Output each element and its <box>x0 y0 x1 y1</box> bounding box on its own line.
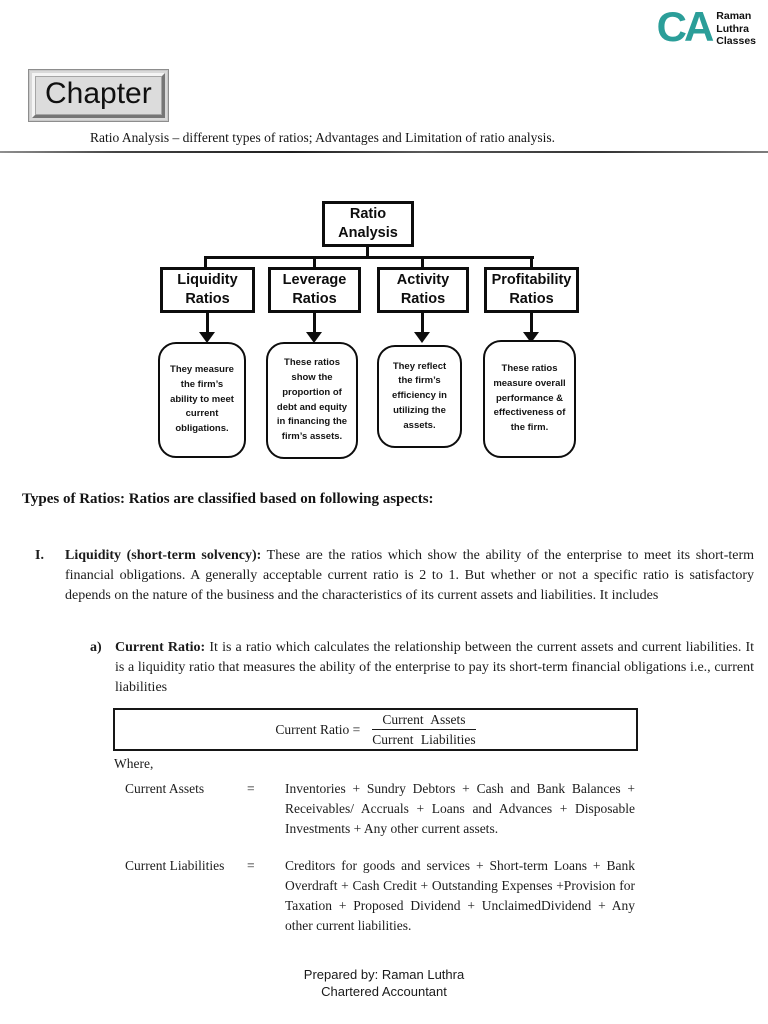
flowchart-connector-bar <box>204 256 534 259</box>
formula-fraction: Current Assets Current Liabilities <box>372 712 476 748</box>
flowchart-branch-leverage: Leverage Ratios <box>268 267 361 313</box>
flowchart-branch-activity: Activity Ratios <box>377 267 469 313</box>
flowchart-connector-drop <box>313 258 316 268</box>
definition-term: Current Assets <box>125 781 205 796</box>
flowchart-connector-stem <box>366 247 369 257</box>
flowchart-description-profitability: These ratios measure overall performance… <box>483 340 576 458</box>
chapter-subtitle: Ratio Analysis – different types of rati… <box>90 130 556 145</box>
down-arrow-line <box>530 313 533 333</box>
list-item-liquidity: I. Liquidity (short-term solvency): Thes… <box>35 546 754 606</box>
definition-row-current-assets: Current Assets = Inventories + Sundry De… <box>125 779 635 839</box>
down-arrow-icon <box>523 332 539 343</box>
current-ratio-formula-box: Current Ratio = Current Assets Current L… <box>113 708 638 751</box>
down-arrow-icon <box>199 332 215 343</box>
flowchart-root-box: Ratio Analysis <box>322 201 414 247</box>
sub-item-text: Current Ratio: It is a ratio which calcu… <box>115 638 754 698</box>
footer: Prepared by: Raman Luthra Chartered Acco… <box>0 966 768 1000</box>
chapter-button-label: Chapter <box>32 73 165 118</box>
sub-item-current-ratio: a) Current Ratio: It is a ratio which ca… <box>90 638 754 698</box>
sub-item-marker: a) <box>90 640 102 655</box>
down-arrow-line <box>313 313 316 333</box>
footer-designation: Chartered Accountant <box>321 984 447 999</box>
sub-item-body: It is a ratio which calculates the relat… <box>115 640 755 695</box>
logo-name-line-3: Classes <box>716 35 756 47</box>
flowchart-description-activity: They reflect the firm’s efficiency in ut… <box>377 345 462 448</box>
formula-label: Current Ratio = <box>275 721 361 737</box>
down-arrow-line <box>421 313 424 333</box>
down-arrow-icon <box>414 332 430 343</box>
definition-term: Current Liabilities <box>125 858 225 873</box>
brand-logo: CA Raman Luthra Classes <box>656 3 756 50</box>
down-arrow-line <box>206 313 209 333</box>
logo-name-line-2: Luthra <box>716 22 749 35</box>
formula-denominator: Current Liabilities <box>372 731 476 747</box>
logo-name-lines: Raman Luthra Classes <box>716 7 756 48</box>
flowchart-connector-drop <box>421 258 424 268</box>
flowchart-connector-drop <box>204 258 207 268</box>
logo-monogram: CA <box>656 3 715 50</box>
flowchart-branch-profitability: Profitability Ratios <box>484 267 579 313</box>
flowchart-branch-liquidity: Liquidity Ratios <box>160 267 255 313</box>
section-heading: Types of Ratios: Ratios are classified b… <box>22 491 434 507</box>
flowchart-connector-drop <box>530 258 533 268</box>
header-divider <box>0 151 768 153</box>
chapter-button[interactable]: Chapter <box>28 69 169 122</box>
down-arrow-icon <box>306 332 322 343</box>
flowchart-description-leverage: These ratios show the proportion of debt… <box>266 342 358 459</box>
equals-sign: = <box>247 858 255 873</box>
definition-text: Creditors for goods and services + Short… <box>285 858 635 933</box>
footer-prepared-by: Prepared by: Raman Luthra <box>303 967 465 982</box>
formula-numerator: Current Assets <box>372 712 476 730</box>
equals-sign: = <box>247 781 255 796</box>
logo-name-line-1: Raman <box>716 10 752 22</box>
list-item-body: These are the ratios which show the abil… <box>65 548 755 603</box>
list-numeral: I. <box>35 548 44 563</box>
list-item-text: Liquidity (short-term solvency): These a… <box>65 546 754 606</box>
definition-text: Inventories + Sundry Debtors + Cash and … <box>285 781 635 836</box>
list-item-lead: Liquidity (short-term solvency): <box>65 548 262 563</box>
definition-row-current-liabilities: Current Liabilities = Creditors for good… <box>125 856 635 936</box>
where-label: Where, <box>114 756 154 771</box>
flowchart-description-liquidity: They measure the firm’s ability to meet … <box>158 342 246 458</box>
sub-item-lead: Current Ratio: <box>115 640 206 655</box>
